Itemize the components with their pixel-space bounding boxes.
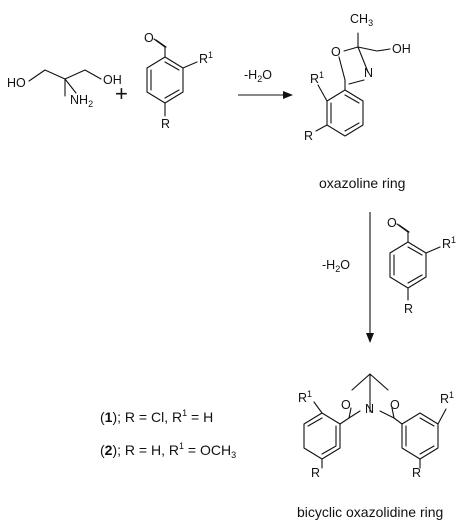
- left-aryl-ring: [303, 412, 341, 460]
- oxazoline-caption: oxazoline ring: [319, 175, 405, 191]
- aminodiol-structure: HO OH NH2: [7, 69, 122, 109]
- second-aldehyde-r: R: [404, 302, 413, 316]
- oxazoline-structure: CH3 OH O N R1 R: [304, 12, 411, 143]
- bicyclic-r1-right: R1: [440, 390, 454, 406]
- oxazoline-r1: R1: [310, 70, 324, 86]
- compound-2-legend: (2); R = H, R1 = OCH3: [100, 441, 236, 460]
- bicyclic-caption: bicyclic oxazolidine ring: [297, 504, 443, 520]
- oxazoline-hydroxyl: OH: [392, 42, 411, 56]
- bicyclic-n: N: [365, 402, 374, 416]
- left-aryl-double-bonds: [307, 417, 337, 455]
- oxazoline-methyl: CH3: [350, 12, 373, 28]
- oxazoline-ring-n: N: [364, 66, 373, 80]
- oxazoline-ring: [338, 32, 391, 85]
- right-aryl-ring: [401, 412, 439, 460]
- bicyclic-r1-left: R1: [298, 389, 312, 405]
- aldehyde-structure: O R1 R: [144, 31, 213, 131]
- second-aldehyde-structure: O R1 R: [387, 216, 456, 316]
- plus-sign: +: [115, 81, 128, 106]
- aldehyde-ring-double-bonds: [150, 61, 180, 99]
- aminodiol-left-hydroxyl: HO: [7, 76, 26, 90]
- aldehyde-substituent-bonds: [153, 38, 198, 117]
- aldehyde-r: R: [161, 117, 170, 131]
- oxazoline-aryl-substituents: [315, 84, 328, 132]
- bicyclic-o-left: O: [341, 398, 351, 412]
- second-aldehyde-r1: R1: [442, 235, 456, 251]
- right-aryl-double-bonds: [405, 417, 435, 455]
- compound-1-legend: (1); R = Cl, R1 = H: [100, 408, 213, 425]
- second-aldehyde-substituent-bonds: [396, 223, 441, 301]
- aldehyde-carbonyl-o: O: [144, 31, 154, 45]
- oxazoline-r: R: [304, 129, 313, 143]
- bicyclic-r-left: R: [311, 466, 320, 480]
- step1-condition: -H2O: [244, 68, 272, 84]
- right-aryl-substituents: [419, 408, 447, 469]
- bicyclic-o-right: O: [390, 398, 400, 412]
- aminodiol-skeleton: [28, 69, 102, 97]
- right-aryl-link: [393, 417, 403, 425]
- oxazoline-ring-o: O: [331, 45, 341, 59]
- oxazoline-aryl-ring: [326, 89, 364, 137]
- bicyclic-core: [348, 373, 395, 419]
- oxazoline-aryl-double-bonds: [330, 94, 360, 132]
- left-aryl-substituents: [313, 401, 323, 469]
- aminodiol-right-hydroxyl: OH: [103, 73, 122, 87]
- second-aldehyde-ring-double-bonds: [393, 246, 423, 284]
- aldehyde-r1: R1: [199, 50, 213, 66]
- aminodiol-amine: NH2: [70, 93, 93, 109]
- bicyclic-r-right: R: [412, 466, 421, 480]
- bicyclic-structure: O N O R1 R R1 R: [298, 373, 454, 480]
- second-aldehyde-carbonyl-o: O: [387, 216, 397, 230]
- aldehyde-ring: [146, 56, 184, 104]
- left-aryl-link: [339, 417, 350, 425]
- second-aldehyde-ring: [389, 241, 427, 289]
- step2-condition: -H2O: [322, 258, 350, 274]
